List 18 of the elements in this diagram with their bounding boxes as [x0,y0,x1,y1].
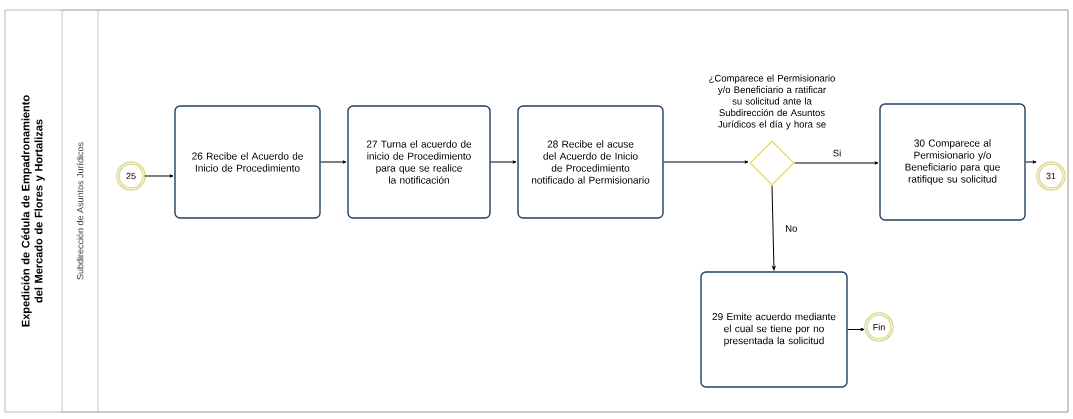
arrow [490,160,517,164]
task-box: 27 Turna el acuerdo de inicio de Procedimiento para que se realice la notificación [347,105,491,219]
lane-title: Subdirección de Asuntos Jurídicos [76,142,84,280]
arrow [663,160,749,164]
arrow [320,160,347,164]
edge-label: No [784,224,799,233]
task-box: 26 Recibe el Acuerdo de Inicio de Procedimiento [174,105,321,219]
arrow [847,327,865,332]
task-box: 28 Recibe el acuse del Acuerdo de Inicio de Procedimiento notificado al Permisionario [517,105,664,219]
decision-question: ¿Comparece el Permisionario y/o Beneficiario a ratificar su solicitud ante la Subdirección de Asuntos Jurídicos el día y hora se [709,74,835,130]
pool-title: Expedición de Cédula de Empadronamiento del Mercado de Flores y Hortalizas [21,95,45,327]
arrow [1025,160,1037,164]
task-box: 29 Emite acuerdo mediante el cual se tiene por no presentada la solicitud [700,271,848,388]
arrow [144,174,174,178]
arrow [794,161,879,165]
edge-label: Si [831,148,843,158]
task-box: 30 Comparece al Permisionario y/o Beneficiario para que ratifique su solicitud [879,103,1026,221]
arrow [771,185,776,271]
